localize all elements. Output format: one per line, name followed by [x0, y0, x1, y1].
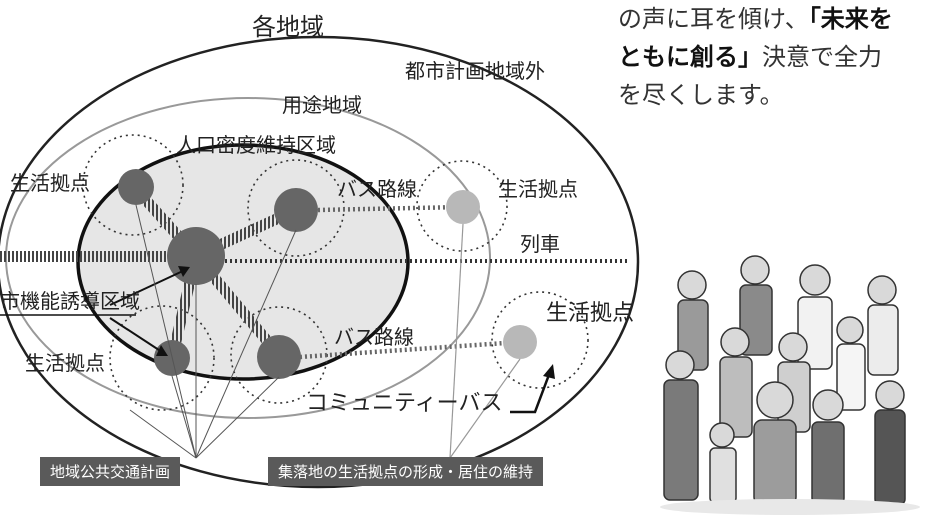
leader-line	[135, 204, 197, 459]
hub-dotted-ring	[416, 160, 508, 252]
bus-route-line	[317, 204, 463, 213]
outer-region-label: 都市計画地域外	[405, 59, 545, 83]
train-label: 列車	[520, 232, 560, 256]
arrow-head	[156, 345, 168, 356]
person-figure	[663, 350, 699, 501]
caption-text: の声に耳を傾け、「未来を ともに創る」決意で全力 を尽くします。	[618, 0, 918, 114]
person-figure	[777, 332, 811, 433]
satellite-hub	[503, 325, 537, 359]
caption-line1-bold: 「未来を	[808, 5, 893, 33]
urban-function-label: 市機能誘導区域	[0, 289, 140, 313]
person-figure	[719, 327, 753, 438]
living-hub	[257, 335, 301, 379]
satellite-hub	[446, 190, 480, 224]
caption-line1-plain: の声に耳を傾け、	[618, 5, 809, 33]
arrow-head	[178, 266, 190, 277]
community-bus-arrow	[510, 371, 552, 414]
leader-line	[449, 358, 521, 459]
arrow-line	[109, 269, 186, 306]
living-hub	[118, 169, 154, 205]
use-zone-label: 用途地域	[282, 93, 362, 117]
density-zone-label: 人口密度維持区域	[176, 133, 336, 157]
person-figure	[836, 316, 866, 411]
bus-route-line	[299, 339, 521, 360]
public-transport-plan-tag: 地域公共交通計画	[40, 457, 181, 486]
hub-dotted-ring	[82, 134, 184, 236]
living-hub	[274, 188, 318, 232]
person-figure	[709, 422, 737, 504]
diagram-title: 各地域	[252, 13, 324, 41]
people-group-illustration	[660, 255, 920, 515]
hub-dotted-ring	[230, 306, 328, 404]
person-figure	[753, 381, 797, 506]
leader-line	[171, 375, 197, 459]
arrow-line	[109, 317, 163, 353]
caption-line2-plain: 決意で全力	[762, 43, 882, 71]
hub-label: 生活拠点	[25, 351, 105, 375]
person-figure	[867, 275, 899, 376]
ground-shadow	[660, 499, 920, 515]
arrow-head	[543, 364, 555, 379]
hub-dotted-ring	[109, 305, 215, 411]
train-line-left	[0, 251, 170, 262]
leader-line	[449, 223, 464, 459]
person-figure	[874, 380, 906, 506]
caption-line2-bold: ともに創る」	[618, 43, 762, 71]
hub-label: 生活拠点	[546, 301, 634, 326]
leader-line	[195, 376, 280, 459]
bus-route-label: バス路線	[334, 325, 414, 349]
leader-line	[195, 229, 297, 459]
central-hub	[167, 227, 225, 285]
bus-route-label: バス路線	[337, 177, 417, 201]
caption-line3: を尽くします。	[618, 81, 784, 109]
hub-label: 生活拠点	[10, 171, 90, 195]
community-bus-label: コミュニティーバス	[306, 391, 502, 416]
hub-label: 生活拠点	[498, 177, 578, 201]
person-figure	[811, 389, 845, 505]
hub-dotted-ring	[491, 291, 589, 389]
settlement-hub-tag: 集落地の生活拠点の形成・居住の維持	[268, 457, 544, 486]
leader-line	[129, 409, 197, 459]
